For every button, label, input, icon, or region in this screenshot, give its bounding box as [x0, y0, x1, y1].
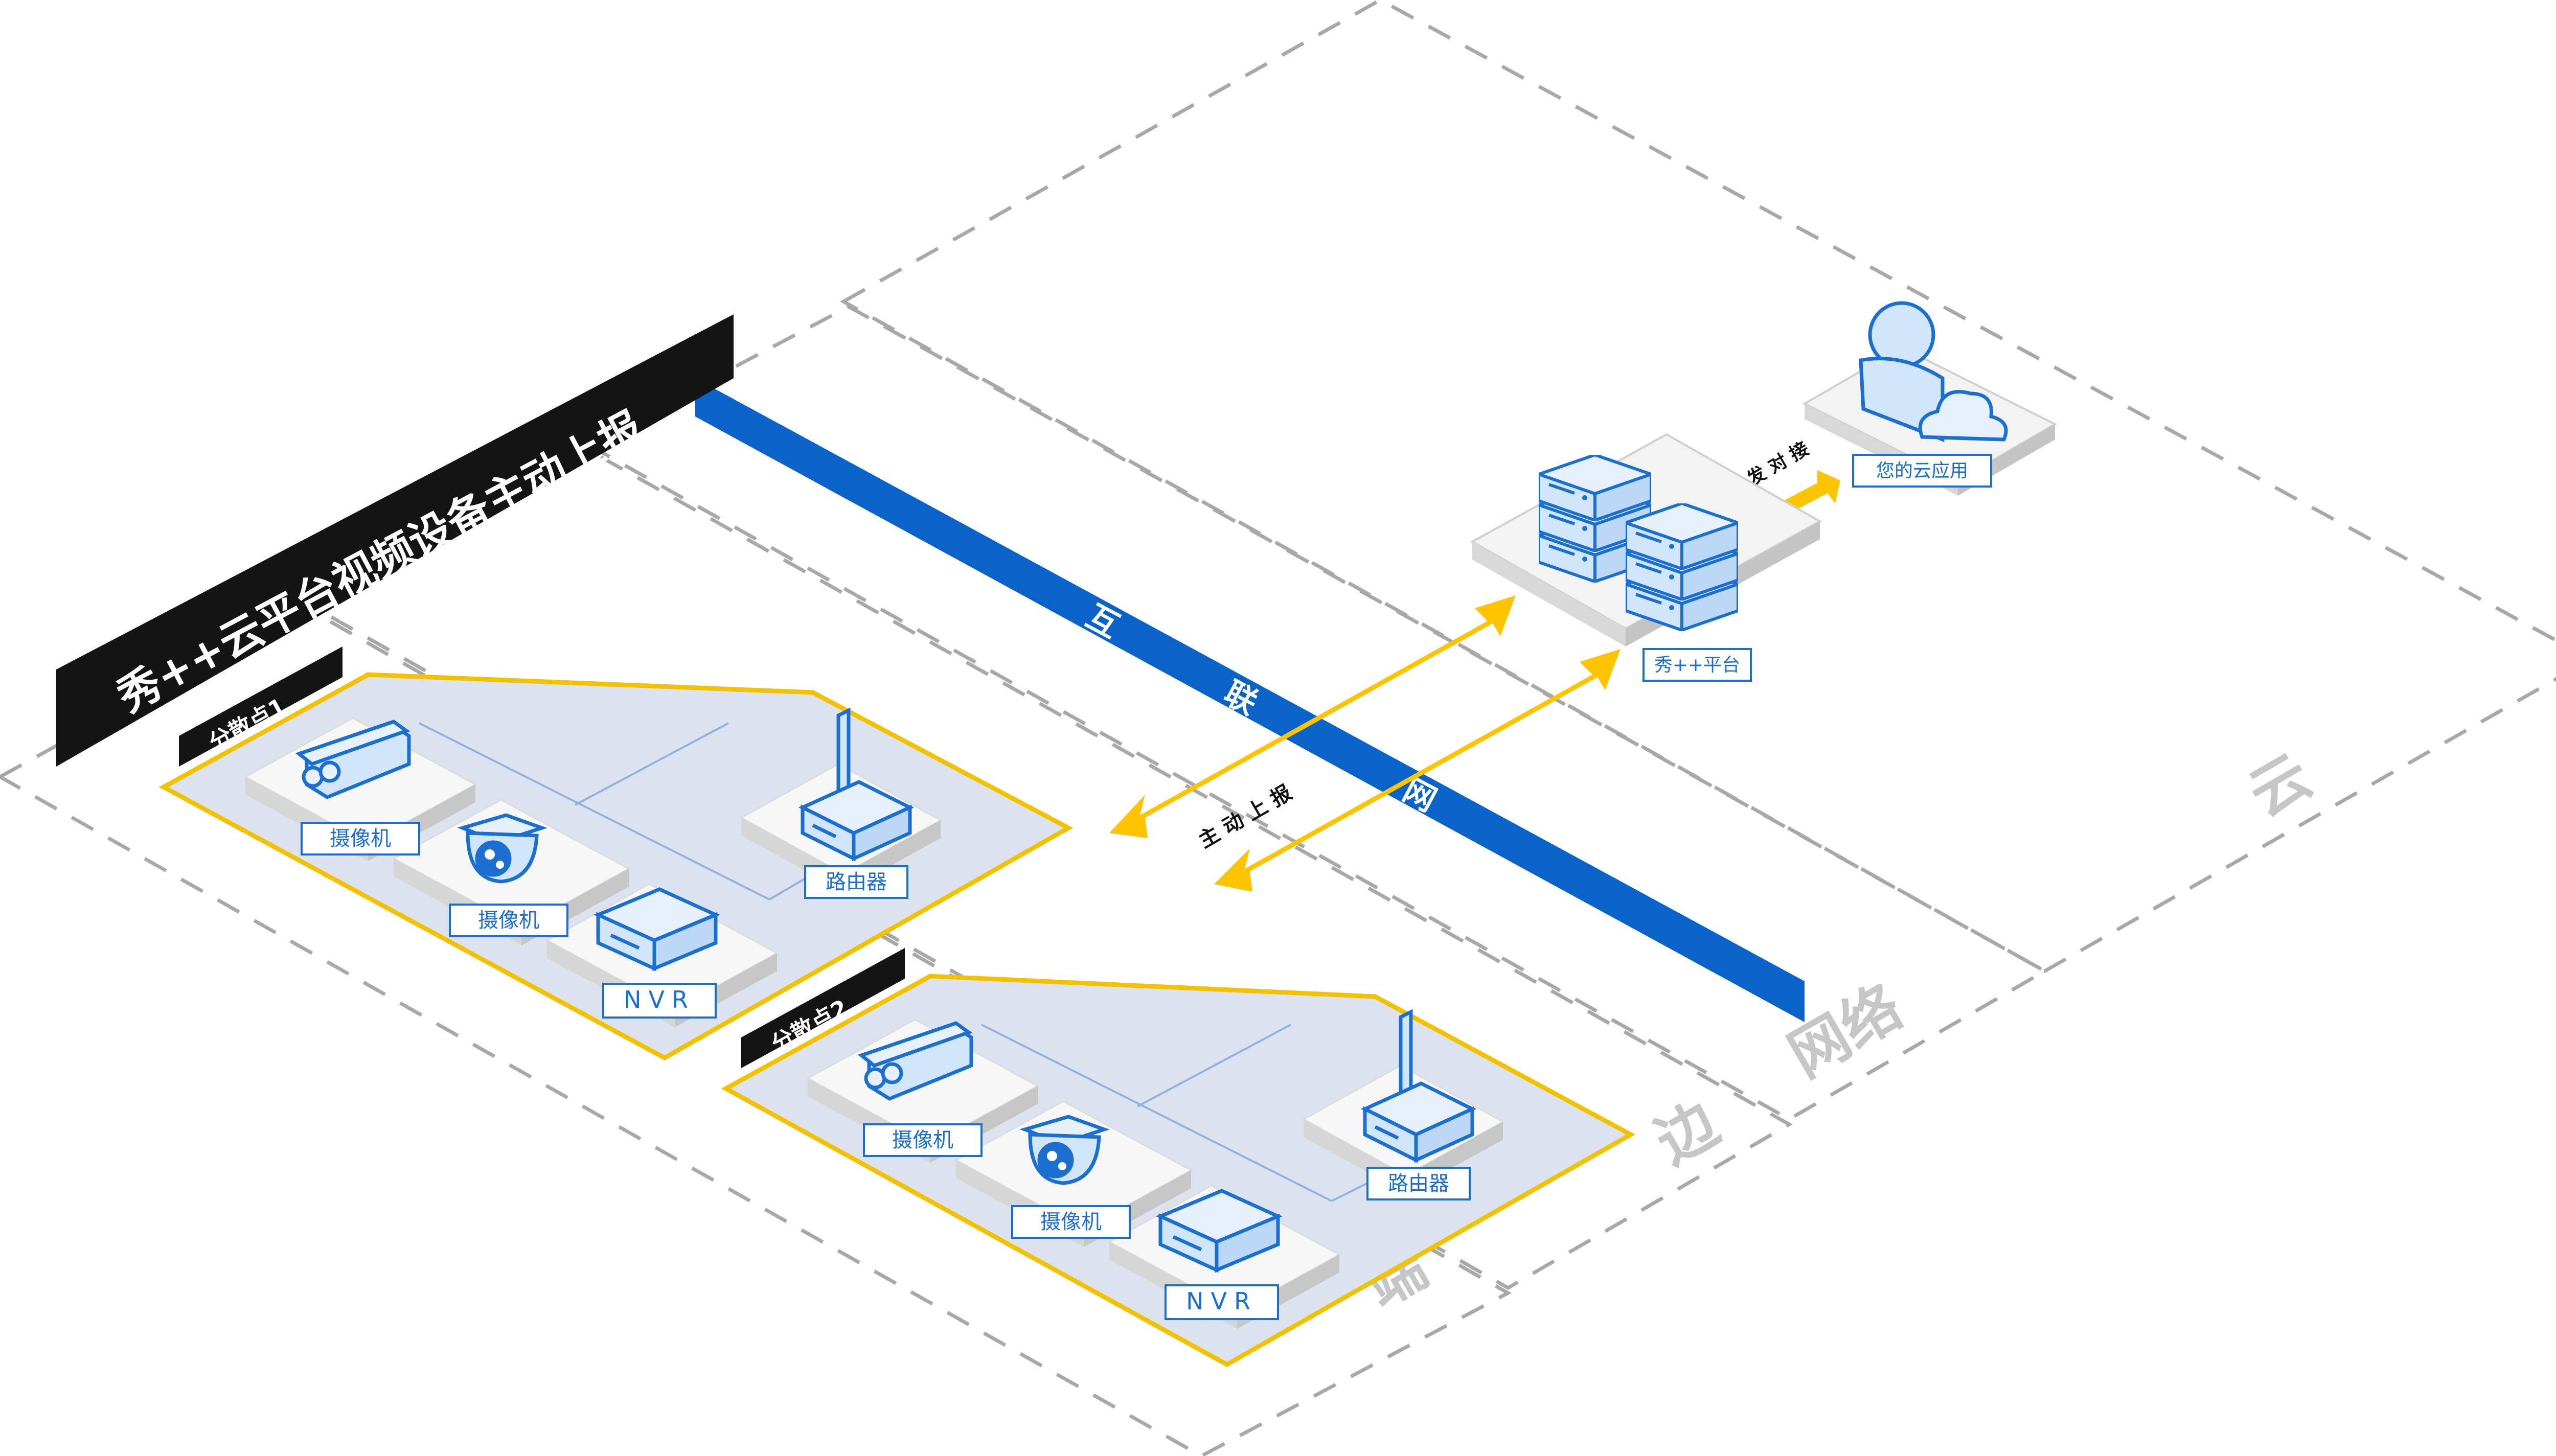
- site-2-bullet-camera-icon: [857, 1021, 973, 1101]
- site-1-router-label: 路由器: [826, 870, 887, 894]
- site-2-router-icon: [1360, 1009, 1477, 1163]
- site-2-camera-dome-label: 摄像机: [1040, 1210, 1102, 1234]
- site-1-camera-dome-label: 摄像机: [478, 909, 539, 932]
- site-1-nvr-icon: [594, 887, 720, 972]
- site-2-router-label: 路由器: [1388, 1172, 1449, 1195]
- site-2-camera-bullet-label: 摄像机: [892, 1128, 953, 1152]
- platform-group: 秀++平台: [1470, 433, 1822, 682]
- cloud-app-label: 您的云应用: [1876, 460, 1968, 481]
- report-arrow-lower: [1214, 649, 1621, 892]
- site-1-nvr-label: NVR: [624, 986, 695, 1013]
- site-1-bullet-camera-icon: [295, 720, 411, 799]
- site-2-dome-camera-icon: [1019, 1115, 1110, 1185]
- site-2: 摄像机 摄像机 NVR 路由器 分散点2: [721, 948, 1636, 1368]
- site-2-nvr-label: NVR: [1186, 1287, 1258, 1315]
- cloud-icon: [1918, 390, 2008, 442]
- cloud-app-group: 您的云应用: [1802, 301, 2058, 496]
- zone-cloud-outline: [839, 0, 2556, 974]
- site-1-camera-bullet-label: 摄像机: [330, 827, 391, 850]
- site-2-nvr-icon: [1156, 1189, 1283, 1273]
- site-1-dome-camera-icon: [457, 813, 547, 884]
- platform-label: 秀++平台: [1654, 655, 1740, 676]
- report-arrow-upper: [1109, 595, 1516, 838]
- site-1-router-icon: [798, 707, 915, 862]
- site-1-tag: [179, 646, 343, 767]
- site-1: 摄像机 摄像机 NVR 路由器: [158, 646, 1074, 1061]
- report-label: 主动上报: [1195, 777, 1302, 853]
- site-2-tag: [741, 948, 905, 1068]
- zone-cloud-label: 云: [2238, 742, 2323, 830]
